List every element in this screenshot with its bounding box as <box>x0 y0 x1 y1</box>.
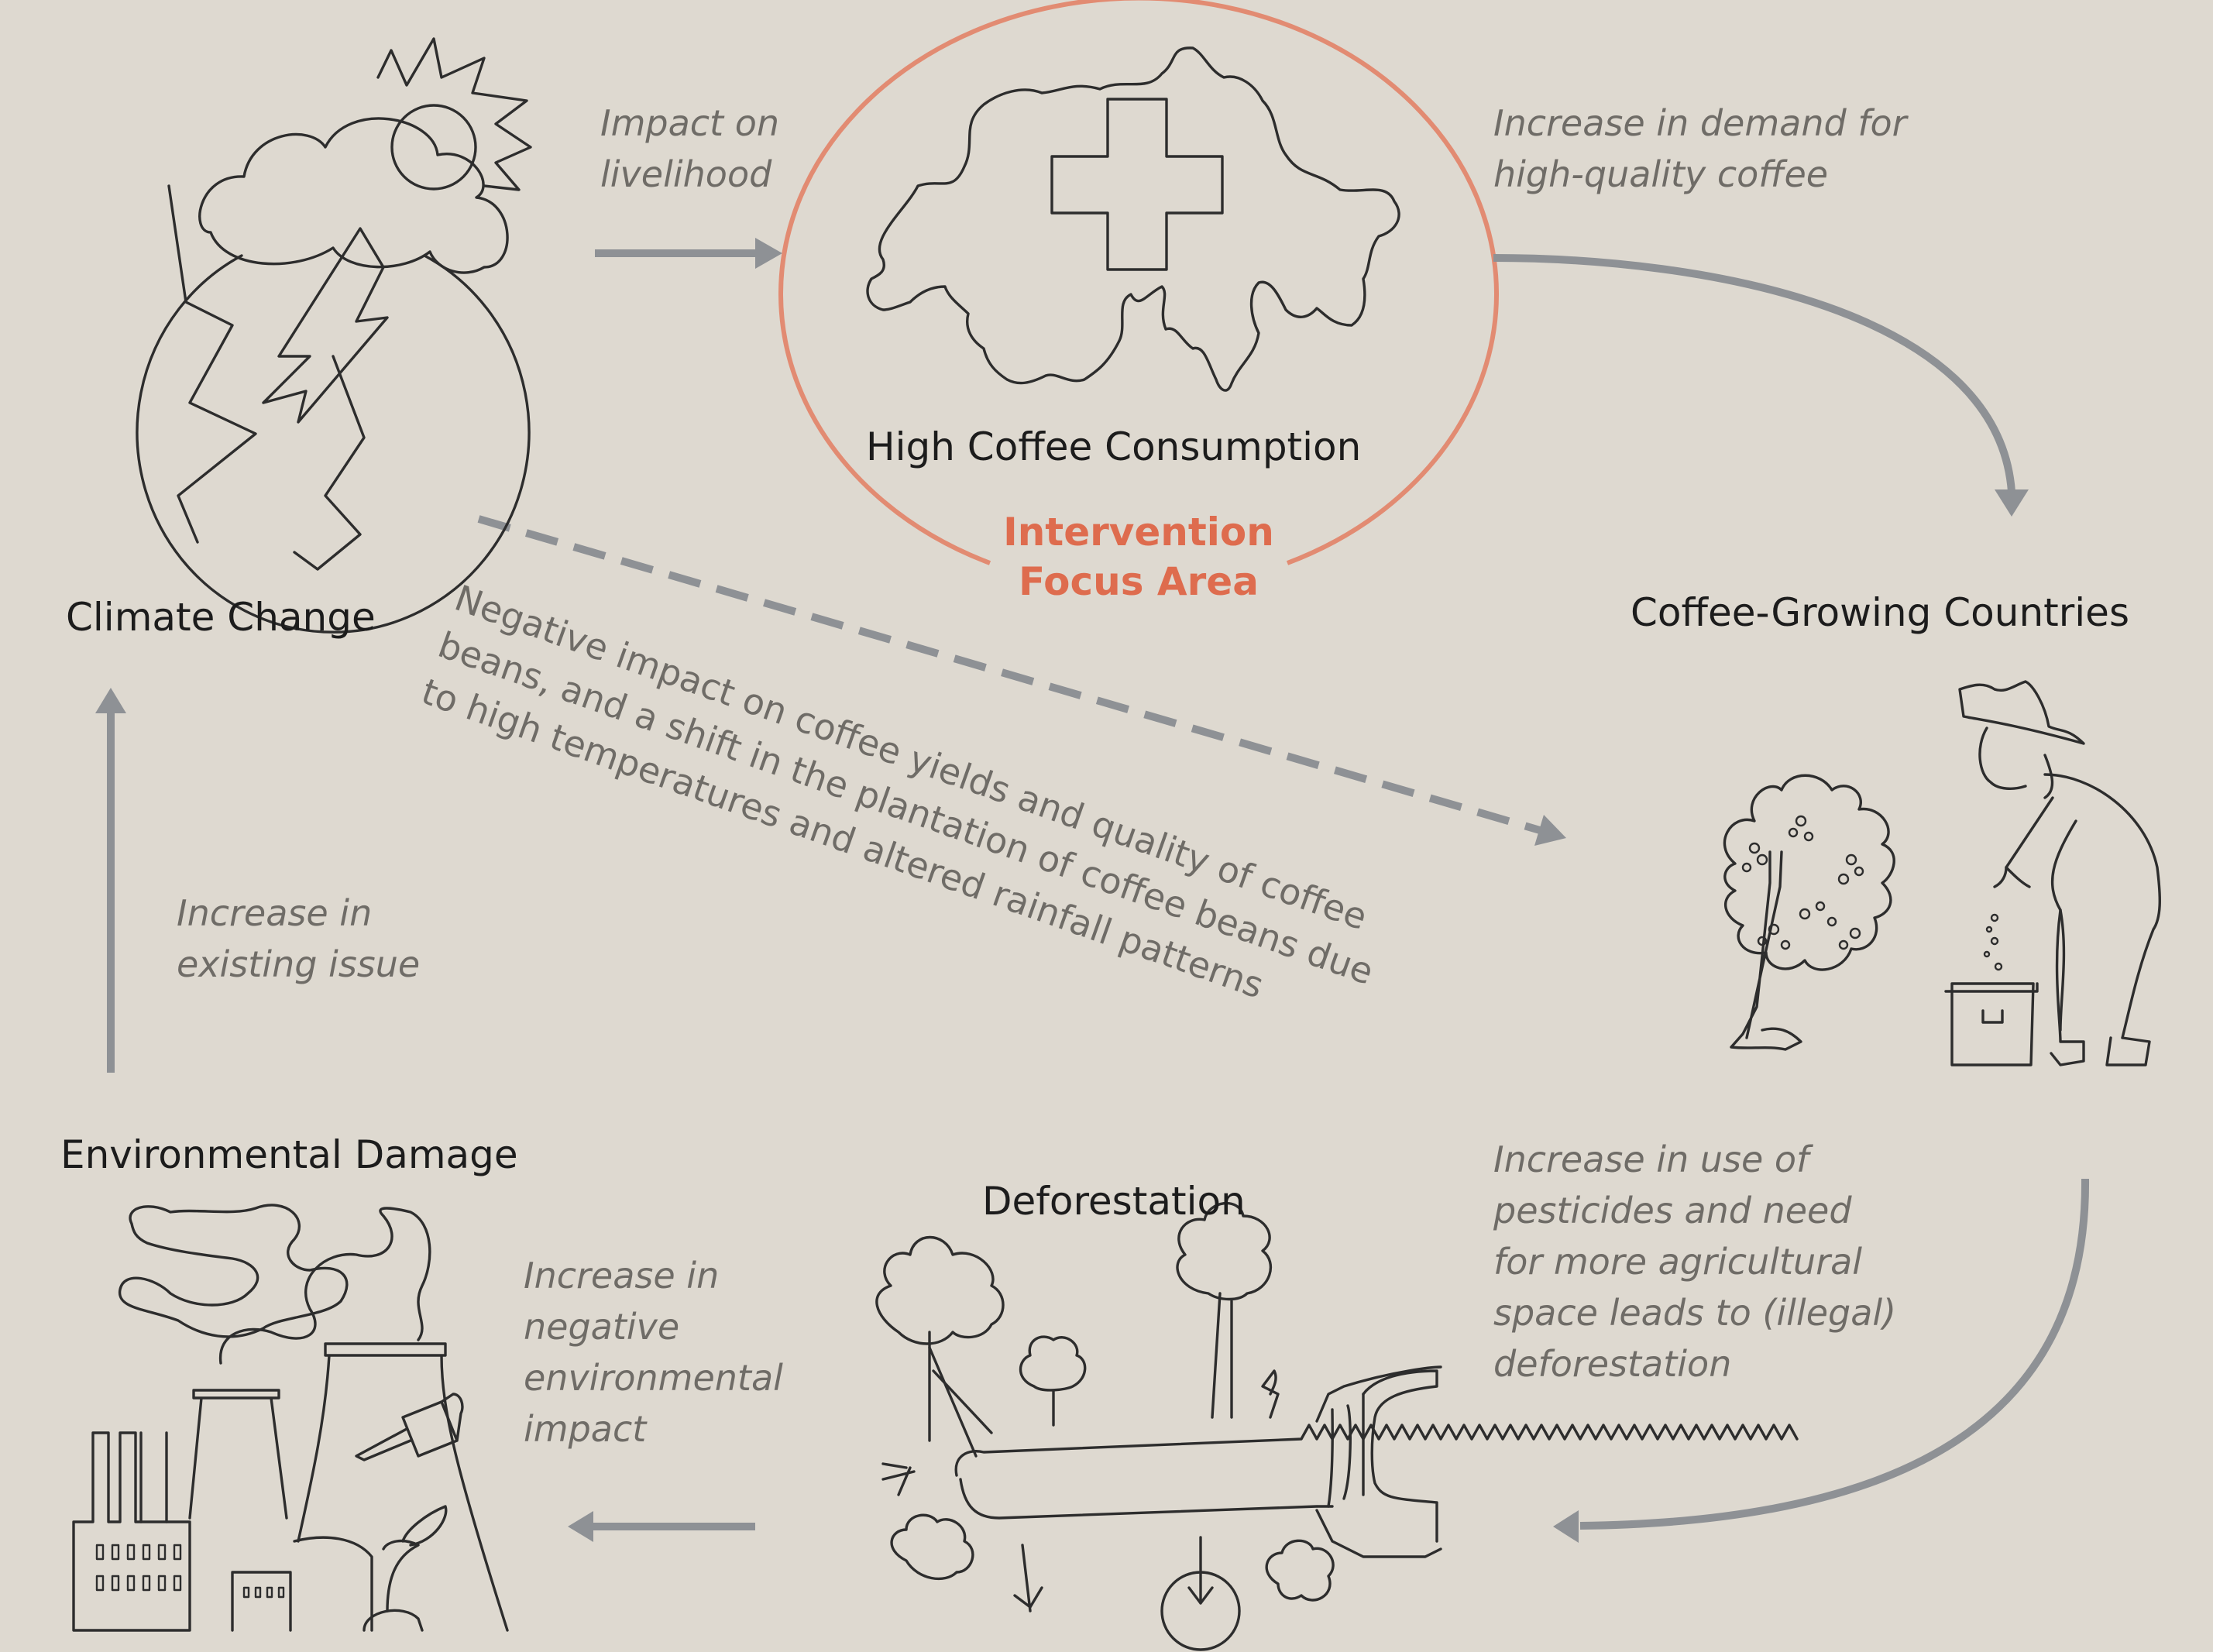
edge-label-line: livelihood <box>600 153 772 195</box>
edge-label-countries-to-deforestation: Increase in use of pesticides and need f… <box>1493 1134 1896 1389</box>
intervention-focus-label: Intervention Focus Area <box>922 507 1356 606</box>
switzerland-map-icon <box>866 46 1400 392</box>
node-high-coffee-consumption: High Coffee Consumption <box>866 424 1362 469</box>
coffee-farmer-icon <box>1723 680 2161 1066</box>
edge-label-consumption-to-countries: Increase in demand for high-quality coff… <box>1493 98 1907 200</box>
edge-label-line: high-quality coffee <box>1493 153 1829 195</box>
arrow-climate-to-countries-dashed <box>477 515 1566 846</box>
edge-label-line: negative <box>524 1306 680 1348</box>
arrow-consumption-to-countries <box>1493 254 2029 517</box>
edge-label-line: existing issue <box>177 943 421 985</box>
edge-label-line: Impact on <box>600 102 780 144</box>
node-coffee-growing-countries: Coffee-Growing Countries <box>1631 590 2129 635</box>
edge-label-line: deforestation <box>1493 1343 1732 1385</box>
edge-label-line: impact <box>524 1408 647 1450</box>
edge-label-line: environmental <box>524 1357 783 1399</box>
edge-label-damage-to-climate: Increase in existing issue <box>177 888 420 990</box>
focus-label-line1: Intervention <box>1003 510 1274 555</box>
node-environmental-damage: Environmental Damage <box>60 1132 518 1177</box>
edge-label-line: Increase in <box>524 1255 720 1297</box>
node-climate-change: Climate Change <box>66 595 376 640</box>
arrow-countries-to-deforestation <box>1553 1178 2090 1543</box>
node-deforestation: Deforestation <box>982 1179 1246 1224</box>
focus-label-line2: Focus Area <box>1019 559 1259 604</box>
edge-label-line: Increase in demand for <box>1493 102 1907 144</box>
edge-label-line: pesticides and need <box>1493 1190 1852 1231</box>
climate-globe-icon <box>136 37 532 634</box>
edge-label-climate-to-consumption: Impact on livelihood <box>600 98 779 200</box>
edge-label-line: Increase in <box>177 892 373 934</box>
edge-label-line: Increase in use of <box>1493 1139 1809 1180</box>
edge-label-deforestation-to-damage: Increase in negative environmental impac… <box>524 1250 783 1455</box>
chainsaw-forest-icon <box>875 1202 1799 1651</box>
arrow-deforestation-to-damage <box>568 1511 755 1542</box>
factory-icon <box>72 1204 509 1632</box>
focus-area-ellipse <box>778 0 1499 565</box>
arrow-damage-to-climate <box>95 688 126 1073</box>
arrow-climate-to-consumption <box>595 238 782 269</box>
edge-label-line: for more agricultural <box>1493 1241 1863 1283</box>
edge-label-line: space leads to (illegal) <box>1493 1292 1897 1334</box>
